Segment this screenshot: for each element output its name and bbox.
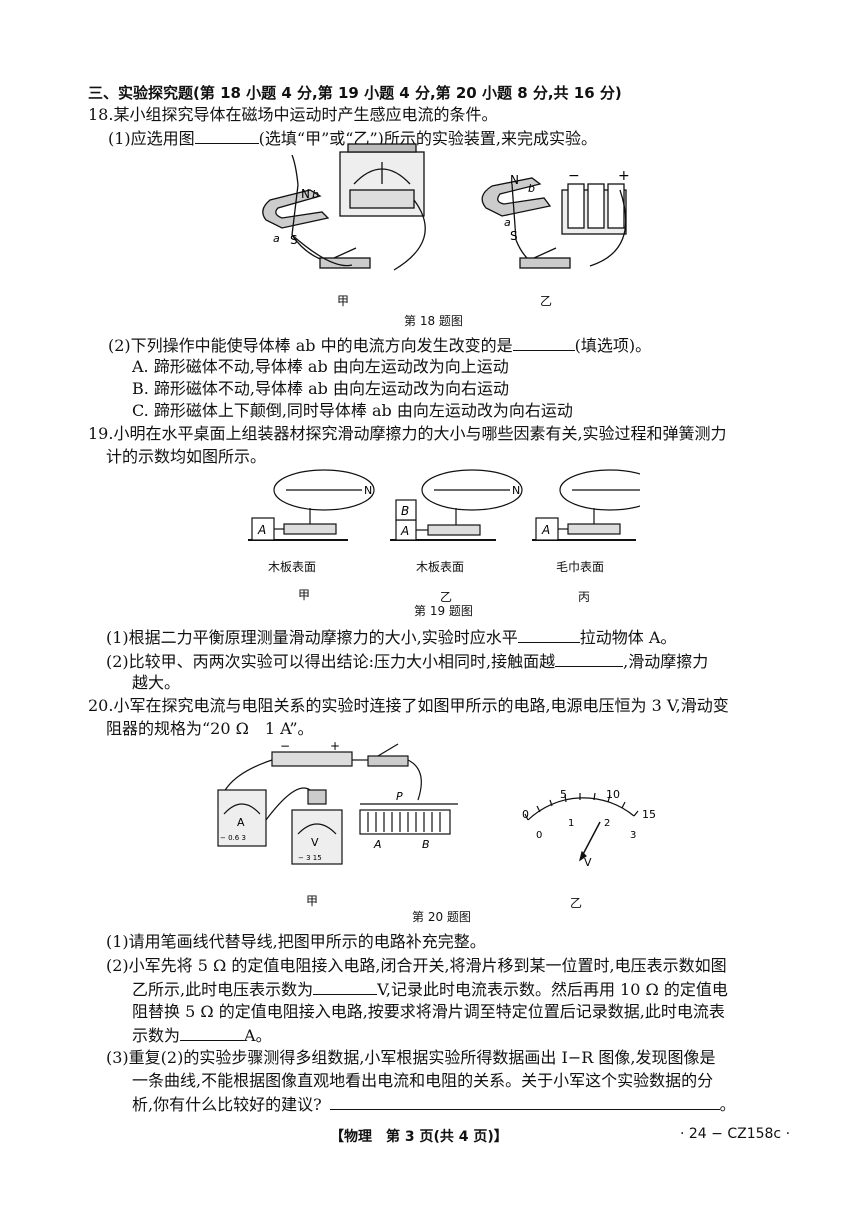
q19-part2-cont: 越大。: [132, 673, 181, 692]
q18-figure-jia: [262, 143, 426, 271]
q20-part2-line3: 阻替换 5 Ω 的定值电阻接入电路,按要求将滑片调至特定位置后记录数据,此时电流…: [132, 1002, 725, 1021]
q20-dial-upper-15: 15: [642, 808, 656, 821]
q20-dial-lower-0: 0: [536, 830, 542, 841]
q20-slider-p: P: [396, 790, 403, 803]
q18-jia-letter-S: S: [290, 233, 298, 247]
q18-jia-letter-a: a: [273, 232, 280, 245]
section-title: 三、实验探究题(第 18 小题 4 分,第 19 小题 4 分,第 20 小题 …: [88, 84, 622, 102]
q20-answer-blank-2[interactable]: [180, 1024, 245, 1041]
q20-voltmeter-symbol: V: [311, 836, 319, 849]
q19-bing-block-a: A: [541, 523, 550, 537]
q19-fig-caption: 第 19 题图: [414, 604, 473, 618]
q19-yi-gauge-n: N: [512, 484, 520, 497]
q20-part2-line4-text-b: A。: [244, 1026, 272, 1045]
q18-part1-text-b: (选填“甲”或“乙”)所示的实验装置,来完成实验。: [258, 129, 597, 148]
q18-part2-text-b: (填选项)。: [574, 336, 652, 355]
q20-answer-blank-1[interactable]: [313, 978, 378, 995]
q19-answer-blank-2[interactable]: [555, 650, 624, 667]
q20-dial-lower-1: 1: [568, 818, 574, 829]
q19-part1-text-a: (1)根据二力平衡原理测量滑动摩擦力的大小,实验时应水平: [106, 628, 518, 647]
q18-stem: 18.某小组探究导体在磁场中运动时产生感应电流的条件。: [88, 105, 498, 124]
q18-jia-letter-b: b: [312, 188, 319, 201]
footer-code: · 24 − CZ158c ·: [680, 1126, 791, 1142]
q18-fig-caption: 第 18 题图: [404, 314, 463, 328]
q20-part3-line3-text-a: 析,你有什么比较好的建议?: [132, 1095, 322, 1114]
q18-part1-text-a: (1)应选用图: [108, 129, 195, 148]
q20-ammeter-symbol: A: [237, 816, 245, 829]
q19-yi-block-b: B: [401, 504, 409, 518]
q19-part1: (1)根据二力平衡原理测量滑动摩擦力的大小,实验时应水平 拉动物体 A。: [106, 626, 676, 649]
q20-part2-line1: (2)小军先将 5 Ω 的定值电阻接入电路,闭合开关,将滑片移到某一位置时,电压…: [106, 956, 727, 975]
q18-option-a: A. 蹄形磁体不动,导体棒 ab 由向左运动改为向上运动: [132, 357, 509, 376]
q18-yi-battery-minus: −: [568, 168, 580, 184]
q19-surface-bing: 毛巾表面: [556, 560, 605, 574]
q19-label-yi: 乙: [440, 590, 453, 604]
q19-stem-line1: 19.小明在水平桌面上组装器材探究滑动摩擦力的大小与哪些因素有关,实验过程和弹簧…: [88, 424, 727, 443]
q19-part2: (2)比较甲、丙两次实验可以得出结论:压力大小相同时,接触面越 ,滑动摩擦力: [106, 650, 708, 673]
footer-page-info: 【物理 第 3 页(共 4 页)】: [330, 1129, 508, 1145]
q18-answer-blank-2[interactable]: [512, 334, 575, 351]
q20-dial-lower-2: 2: [604, 818, 610, 829]
q20-part2-line4: 示数为 A。: [132, 1024, 272, 1047]
q20-part2-line2-text-b: V,记录此时电流表示数。然后再用 10 Ω 的定值电: [377, 980, 728, 999]
q19-answer-blank-1[interactable]: [517, 626, 580, 643]
q18-figure: N b a S N b a S − +: [262, 143, 630, 271]
q18-option-b: B. 蹄形磁体不动,导体棒 ab 由向左运动改为向右运动: [132, 379, 509, 398]
q20-fig-label-jia: 甲: [306, 894, 319, 908]
q20-voltmeter-dial-yi: [524, 792, 639, 862]
q18-yi-letter-b: b: [528, 182, 535, 195]
q20-fig-caption: 第 20 题图: [412, 910, 471, 924]
q19-part2-text-b: ,滑动摩擦力: [623, 652, 709, 671]
q18-fig-label-jia: 甲: [337, 294, 350, 308]
q20-part2-line2: 乙所示,此时电压表示数为 V,记录此时电流表示数。然后再用 10 Ω 的定值电: [132, 978, 728, 1001]
q20-part3-line1: (3)重复(2)的实验步骤测得多组数据,小军根据实验所得数据画出 I−R 图像,…: [106, 1048, 716, 1067]
q18-part1: (1)应选用图 (选填“甲”或“乙”)所示的实验装置,来完成实验。: [108, 127, 597, 150]
q19-part2-text-a: (2)比较甲、丙两次实验可以得出结论:压力大小相同时,接触面越: [106, 652, 556, 671]
q20-battery-plus: +: [330, 740, 340, 753]
q20-part2-line2-text-a: 乙所示,此时电压表示数为: [132, 980, 314, 999]
q18-fig-label-yi: 乙: [540, 294, 553, 308]
q20-dial-lower-3: 3: [630, 830, 636, 841]
q18-part2-text-a: (2)下列操作中能使导体棒 ab 中的电流方向发生改变的是: [108, 336, 513, 355]
q18-yi-battery-plus: +: [618, 168, 630, 184]
q18-part2: (2)下列操作中能使导体棒 ab 中的电流方向发生改变的是 (填选项)。: [108, 334, 651, 357]
q20-figure: − + P A B A V − 0.6 3 − 3 15 0 5 10 15 0…: [217, 740, 656, 869]
q19-part1-text-b: 拉动物体 A。: [579, 628, 677, 647]
q20-part1: (1)请用笔画线代替导线,把图甲所示的电路补充完整。: [106, 932, 486, 951]
q20-part3-line3-text-b: 。: [719, 1095, 736, 1114]
q18-yi-letter-N: N: [510, 173, 519, 187]
q20-fig-label-yi: 乙: [570, 896, 583, 910]
q20-part3-line2: 一条曲线,不能根据图像直观地看出电流和电阻的关系。关于小军这个实验数据的分: [132, 1071, 714, 1090]
q20-dial-upper-5: 5: [560, 788, 567, 801]
q19-yi-block-a: A: [400, 524, 409, 538]
q18-yi-letter-S: S: [510, 229, 518, 243]
q19-surface-jia: 木板表面: [268, 560, 317, 574]
q18-jia-letter-N: N: [301, 187, 310, 201]
q18-figure-yi: [481, 177, 627, 269]
q19-jia-gauge-n: N: [364, 484, 372, 497]
q20-dial-upper-zero: 0: [522, 808, 529, 821]
q19-stem-line2: 计的示数均如图所示。: [106, 447, 267, 466]
q20-circuit-jia: [217, 743, 458, 865]
q20-terminal-b: B: [422, 838, 430, 851]
q20-dial-unit: V: [584, 856, 592, 869]
q19-label-jia: 甲: [298, 588, 311, 602]
q19-jia-block-a: A: [257, 523, 266, 537]
q20-terminal-a: A: [373, 838, 382, 851]
q18-yi-letter-a: a: [504, 216, 511, 229]
q20-part3-line3: 析,你有什么比较好的建议? 。: [132, 1093, 736, 1116]
q18-answer-blank-1[interactable]: [194, 127, 259, 144]
q19-figure: A N A B N A N: [248, 469, 640, 541]
q19-surface-yi: 木板表面: [416, 560, 465, 574]
q20-stem-line1: 20.小军在探究电流与电阻关系的实验时连接了如图甲所示的电路,电源电压恒为 3 …: [88, 696, 729, 715]
q20-stem-line2: 阻器的规格为“20 Ω 1 A”。: [106, 719, 314, 738]
q19-label-bing: 丙: [578, 590, 591, 604]
q18-option-c: C. 蹄形磁体上下颠倒,同时导体棒 ab 由向左运动改为向右运动: [132, 401, 573, 420]
q20-voltmeter-terminals: − 3 15: [298, 854, 322, 862]
q20-battery-minus: −: [280, 740, 290, 753]
q20-part2-line4-text-a: 示数为: [132, 1026, 181, 1045]
q20-ammeter-terminals: − 0.6 3: [220, 834, 246, 842]
q20-answer-blank-3[interactable]: [329, 1093, 720, 1110]
q20-dial-upper-10: 10: [606, 788, 620, 801]
